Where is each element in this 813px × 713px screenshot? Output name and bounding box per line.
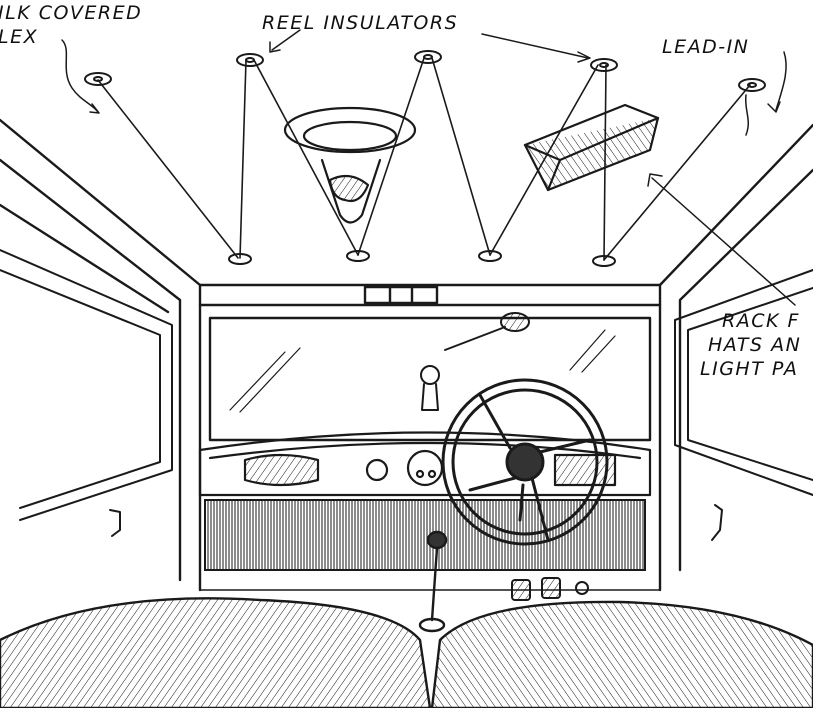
reel-insulators-label: REEL INSULATORS xyxy=(262,12,458,34)
rack-box xyxy=(525,105,658,190)
dome-light xyxy=(285,108,415,223)
door-handle-right xyxy=(712,505,722,540)
rack-label-line1: RACK F xyxy=(722,310,800,332)
reel-insulator xyxy=(85,73,111,85)
rack-label-line2: HATS AN xyxy=(708,334,801,356)
reel-insulator xyxy=(415,51,441,63)
pedals xyxy=(512,578,588,600)
seat-right xyxy=(432,602,813,708)
silk-covered-label-line1: ILK COVERED xyxy=(0,2,142,24)
door-handle-left xyxy=(110,510,120,536)
reel-insulators xyxy=(85,51,765,266)
seat-left xyxy=(0,598,430,708)
reel-insulator xyxy=(591,59,617,71)
rack-label-line3: LIGHT PA xyxy=(700,358,798,380)
silk-covered-label-line2: LEX xyxy=(0,26,38,48)
reel-insulator xyxy=(237,54,263,66)
lead-in-label: LEAD-IN xyxy=(662,36,749,58)
aerial-wire xyxy=(98,58,750,260)
reel-insulator xyxy=(739,79,765,91)
